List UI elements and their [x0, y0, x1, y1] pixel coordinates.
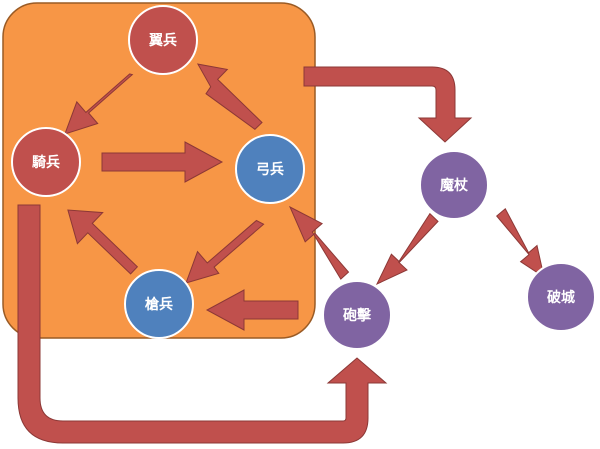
arrow-wing-to-cavalry	[64, 73, 134, 135]
node-staff-circle	[419, 150, 489, 220]
node-siege: 破城	[526, 262, 596, 332]
arrow-archer-to-wing	[196, 63, 263, 130]
node-artillery-label: 砲擊	[343, 307, 372, 324]
node-cavalry: 騎兵	[11, 127, 81, 197]
arrow-artillery-to-spear	[205, 289, 299, 331]
arrow-spear-to-cavalry	[67, 209, 139, 275]
node-spear: 槍兵	[124, 269, 194, 339]
node-artillery-circle	[322, 280, 392, 350]
arrow-cavalry-to-artillery	[17, 204, 388, 444]
node-spear-label: 槍兵	[145, 296, 173, 313]
node-spear-circle	[124, 269, 194, 339]
node-artillery: 砲擊	[322, 280, 392, 350]
node-archer-label: 弓兵	[256, 161, 284, 178]
arrow-panel-to-staff	[303, 66, 473, 143]
node-wing: 翼兵	[128, 5, 198, 75]
node-archer: 弓兵	[235, 134, 305, 204]
arrow-staff-to-artillery	[375, 212, 439, 286]
node-cavalry-label: 騎兵	[32, 154, 60, 171]
node-wing-label: 翼兵	[148, 32, 177, 49]
arrow-archer-to-spear	[185, 219, 265, 284]
edges-layer	[17, 63, 545, 444]
node-siege-label: 破城	[547, 289, 575, 306]
arrow-staff-to-siege	[495, 208, 545, 279]
node-staff-label: 魔杖	[440, 177, 469, 194]
node-siege-circle	[526, 262, 596, 332]
arrow-artillery-to-archer	[288, 205, 350, 280]
node-archer-circle	[235, 134, 305, 204]
arrow-cavalry-to-archer	[101, 141, 224, 183]
node-wing-circle	[128, 5, 198, 75]
node-cavalry-circle	[11, 127, 81, 197]
node-staff: 魔杖	[419, 150, 489, 220]
nodes-layer: 翼兵 騎兵 弓兵 槍兵 魔杖 砲擊 破城	[11, 5, 596, 350]
